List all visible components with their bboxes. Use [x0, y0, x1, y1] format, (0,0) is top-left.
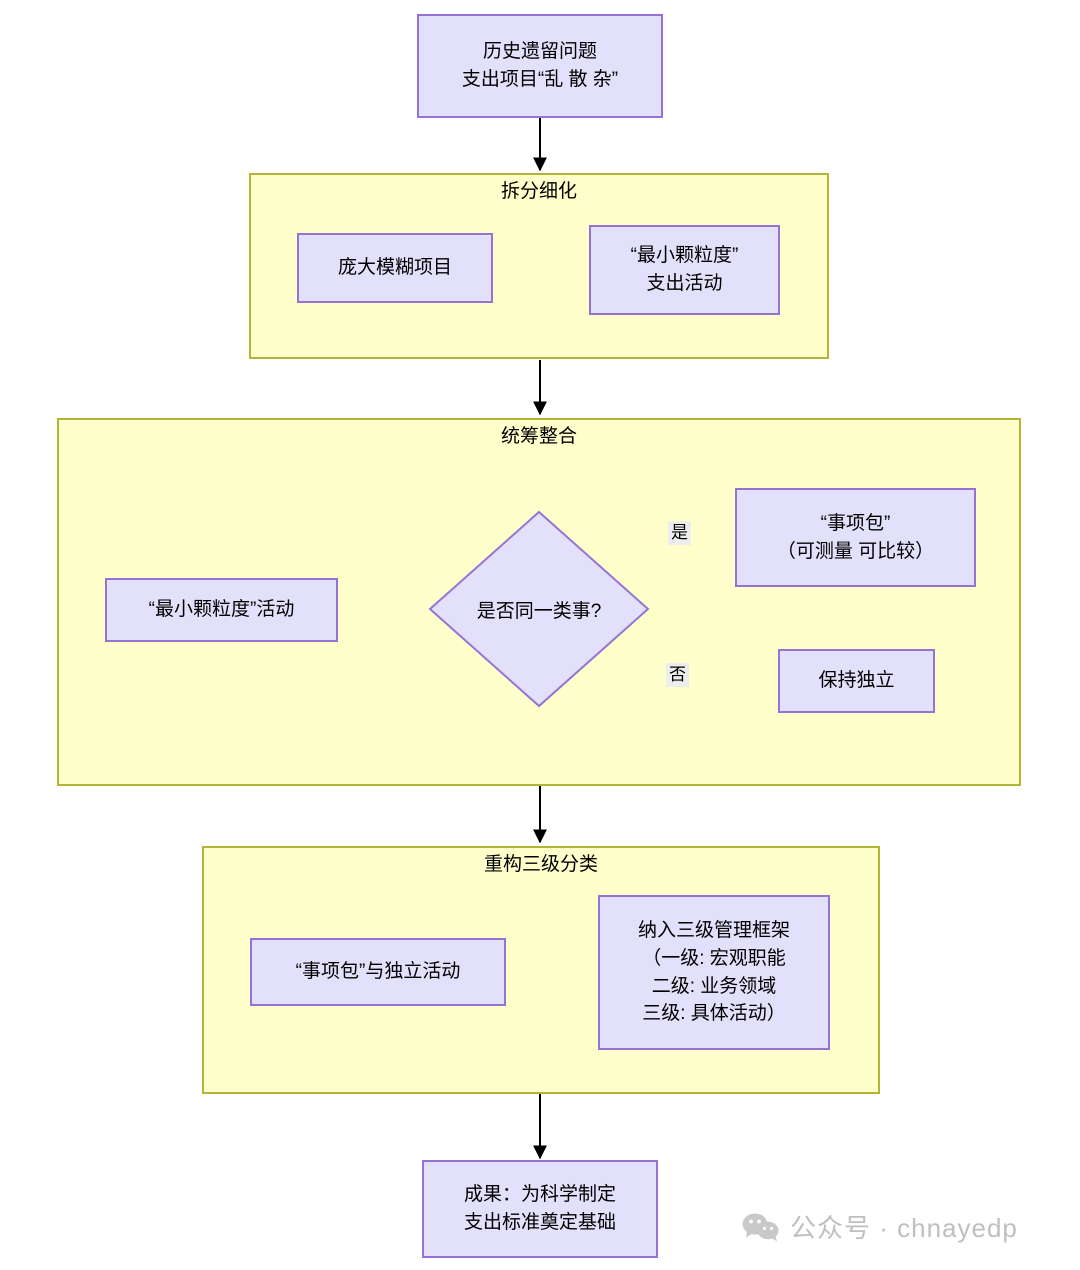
node-vague-project[interactable]: 庞大模糊项目 — [297, 233, 493, 303]
node-min-granularity-activity-label: “最小颗粒度” 支出活动 — [630, 245, 739, 294]
node-decision-same-kind[interactable]: 是否同一类事? — [428, 510, 650, 708]
edge-label-yes-text: 是 — [671, 523, 688, 542]
node-min-granularity-input-label: “最小颗粒度”活动 — [148, 599, 295, 621]
node-package-and-independent[interactable]: “事项包”与独立活动 — [250, 938, 506, 1006]
node-item-package[interactable]: “事项包” （可测量 可比较） — [735, 488, 976, 587]
group-integrate-title: 统筹整合 — [500, 426, 577, 447]
node-min-granularity-activity[interactable]: “最小颗粒度” 支出活动 — [589, 225, 780, 315]
node-history-problem[interactable]: 历史遗留问题 支出项目“乱 散 杂” — [417, 14, 663, 118]
node-history-problem-label: 历史遗留问题 支出项目“乱 散 杂” — [461, 41, 619, 90]
node-keep-independent-label: 保持独立 — [818, 670, 895, 692]
node-three-level-framework-label: 纳入三级管理框架 （一级: 宏观职能 二级: 业务领域 三级: 具体活动） — [637, 920, 790, 1025]
node-result-label: 成果：为科学制定 支出标准奠定基础 — [463, 1184, 616, 1233]
node-vague-project-label: 庞大模糊项目 — [337, 257, 452, 279]
edge-label-no: 否 — [666, 663, 689, 688]
node-result[interactable]: 成果：为科学制定 支出标准奠定基础 — [422, 1160, 658, 1258]
node-min-granularity-input[interactable]: “最小颗粒度”活动 — [105, 578, 338, 642]
wechat-icon — [742, 1212, 780, 1242]
watermark: 公众号 · chnayedp — [742, 1208, 1018, 1245]
node-decision-same-kind-label: 是否同一类事? — [476, 600, 602, 622]
node-three-level-framework[interactable]: 纳入三级管理框架 （一级: 宏观职能 二级: 业务领域 三级: 具体活动） — [598, 895, 830, 1050]
node-package-and-independent-label: “事项包”与独立活动 — [295, 961, 461, 983]
node-item-package-label: “事项包” （可测量 可比较） — [776, 512, 935, 562]
watermark-text: 公众号 · chnayedp — [790, 1213, 1018, 1243]
edge-label-no-text: 否 — [669, 665, 686, 684]
node-keep-independent[interactable]: 保持独立 — [778, 649, 935, 713]
edge-label-yes: 是 — [668, 521, 691, 546]
diamond-shape — [428, 510, 650, 708]
group-split-title: 拆分细化 — [500, 181, 577, 202]
group-reclassify-title: 重构三级分类 — [483, 854, 598, 875]
